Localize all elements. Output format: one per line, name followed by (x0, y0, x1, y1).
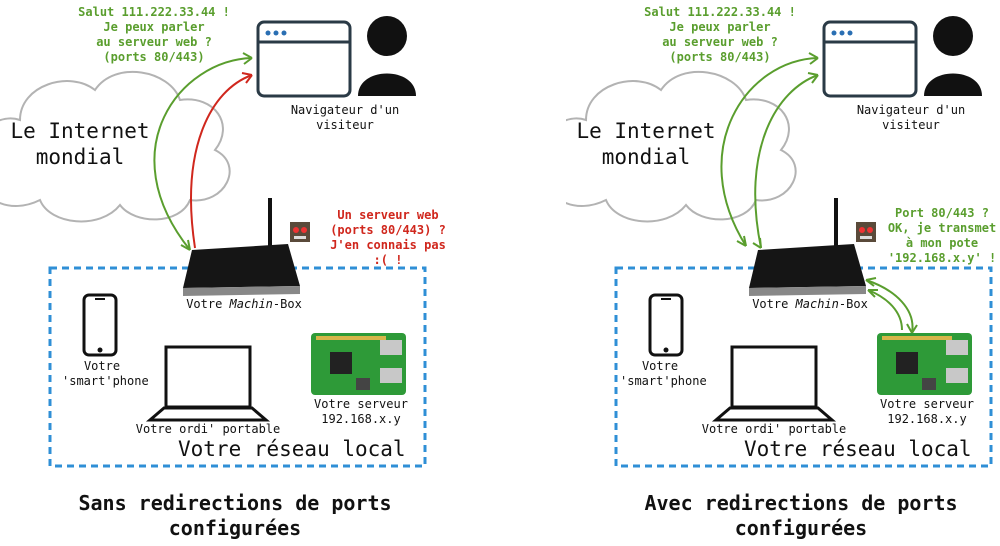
laptop-icon (711, 345, 837, 422)
browser-label: Navigateur d'un visiteur (856, 103, 966, 132)
internet-cloud-label: Le Internet mondial (576, 119, 716, 169)
robot-icon (290, 222, 310, 242)
user-icon (358, 16, 416, 96)
request-arrow-green (720, 57, 819, 247)
visitor-message: Salut 111.222.33.44 ! Je peux parler au … (644, 5, 796, 64)
box-label-em: Machin (229, 297, 273, 311)
internet-cloud-icon (566, 70, 797, 223)
browser-window-icon (822, 20, 918, 98)
router-icon (183, 198, 300, 296)
left-diagram-graphics (0, 16, 427, 468)
server-label: Votre serveur 192.168.x.y (880, 397, 974, 426)
user-icon (924, 16, 982, 96)
robot-icon (856, 222, 876, 242)
box-label-prefix: Votre (752, 297, 796, 311)
lan-label: Votre réseau local (744, 437, 972, 461)
reply-arrow-red (190, 74, 253, 249)
box-label: Votre Machin-Box (736, 297, 884, 312)
panel-with-port-forwarding: Salut 111.222.33.44 ! Je peux parler au … (566, 0, 1000, 546)
router-message: Un serveur web (ports 80/443) ? J'en con… (330, 208, 446, 267)
box-label-suffix: -Box (838, 297, 868, 311)
forward-arrow-to-server (865, 279, 914, 334)
server-label: Votre serveur 192.168.x.y (314, 397, 408, 426)
internet-cloud-icon (0, 70, 231, 223)
raspberry-pi-board-icon (311, 333, 406, 395)
box-label-prefix: Votre (186, 297, 230, 311)
raspberry-pi-board-icon (877, 333, 972, 395)
box-label: Votre Machin-Box (170, 297, 318, 312)
phone-label: Votre 'smart'phone (62, 359, 149, 388)
laptop-label: Votre ordi' portable (701, 422, 847, 436)
laptop-label: Votre ordi' portable (135, 422, 281, 436)
box-label-em: Machin (795, 297, 839, 311)
request-arrow-green (153, 57, 253, 251)
right-diagram-graphics (566, 16, 993, 468)
laptop-icon (145, 345, 271, 422)
forward-arrow-back (867, 289, 903, 331)
panel-without-port-forwarding: Salut 111.222.33.44 ! Je peux parler au … (0, 5, 446, 540)
smartphone-icon (82, 293, 118, 357)
panel-caption: Avec redirections de ports configurées (644, 491, 958, 540)
lan-boundary (614, 266, 993, 468)
lan-label: Votre réseau local (178, 437, 406, 461)
internet-cloud-label: Le Internet mondial (10, 119, 150, 169)
smartphone-icon (648, 293, 684, 357)
lan-boundary (48, 266, 427, 468)
panel-caption: Sans redirections de ports configurées (78, 491, 392, 540)
browser-window-icon (256, 20, 352, 98)
visitor-message: Salut 111.222.33.44 ! Je peux parler au … (78, 5, 230, 64)
browser-label: Navigateur d'un visiteur (290, 103, 400, 132)
box-label-suffix: -Box (272, 297, 302, 311)
router-message: Port 80/443 ? OK, je transmet à mon pote… (887, 206, 997, 265)
router-icon (749, 198, 866, 296)
reply-arrow-green (754, 74, 819, 249)
phone-label: Votre 'smart'phone (620, 359, 707, 388)
